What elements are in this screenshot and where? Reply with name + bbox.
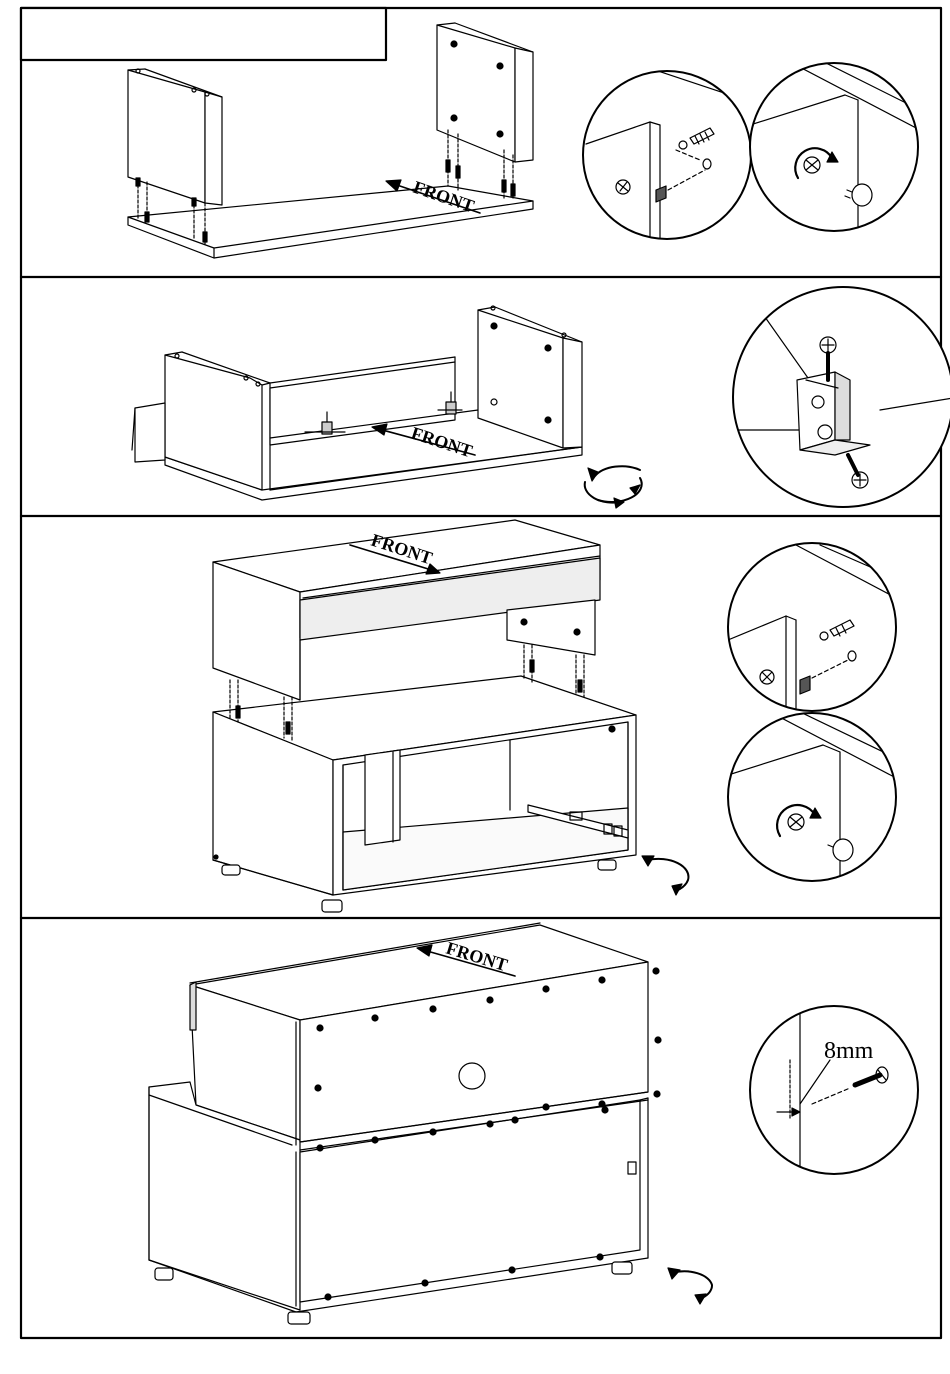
cabinet-carcass bbox=[132, 306, 582, 500]
cam-dowel-detail bbox=[728, 543, 900, 720]
right-side-panel bbox=[437, 23, 533, 200]
screw-depth-label: 8mm bbox=[824, 1038, 874, 1064]
front-label: FRONT bbox=[409, 423, 475, 461]
step-1: FRONT bbox=[21, 8, 920, 258]
step-2: FRONT bbox=[132, 287, 950, 508]
cam-lock-rotate-detail bbox=[750, 60, 920, 240]
cam-dowel-detail bbox=[583, 68, 760, 240]
rotate-furniture-icon bbox=[668, 1268, 712, 1304]
assembled-cabinet-back bbox=[149, 923, 661, 1324]
screw-depth-detail: 8mm bbox=[750, 1000, 918, 1180]
lower-cabinet bbox=[213, 676, 636, 912]
cam-lock-rotate-detail bbox=[728, 710, 900, 890]
rotate-furniture-icon bbox=[642, 856, 688, 895]
rotate-furniture-icon bbox=[585, 466, 642, 508]
step-number-box bbox=[21, 8, 386, 60]
step-4: FRONT 8mm bbox=[149, 923, 918, 1324]
step-3: FRONT bbox=[213, 520, 900, 912]
corner-bracket-detail bbox=[733, 287, 950, 507]
